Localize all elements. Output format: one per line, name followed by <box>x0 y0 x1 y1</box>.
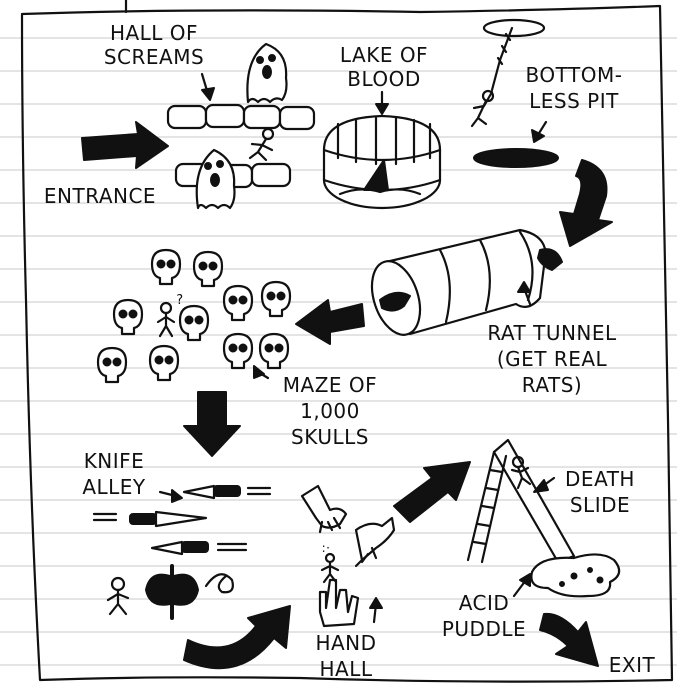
bottomless-pit-line-2: LESS PIT <box>529 89 619 113</box>
knife-alley <box>94 486 270 618</box>
hall-of-screams-corridor <box>168 105 314 187</box>
acid-puddle-line-1: ACID <box>459 591 510 615</box>
maze-of-skulls-line-3: SKULLS <box>291 425 369 449</box>
lake-of-blood-line-1: LAKE OF <box>340 43 428 67</box>
maze-of-skulls-line-2: 1,000 <box>300 399 360 423</box>
lake-of-blood-line-2: BLOOD <box>347 67 421 91</box>
label-lake-of-blood: LAKE OF BLOOD <box>340 43 428 91</box>
stick-figure-icon <box>158 303 174 336</box>
ghost-icon <box>247 44 286 102</box>
knife-icon <box>184 486 270 498</box>
acid-puddle-line-2: PUDDLE <box>442 617 526 641</box>
stick-figure-icon <box>322 554 338 582</box>
skull-maze <box>98 250 290 382</box>
lake-of-blood-icon <box>324 116 440 208</box>
hand-hall-line-1: HAND <box>315 631 376 655</box>
rat-tunnel-line-1: RAT TUNNEL <box>487 321 617 345</box>
knife-alley-line-1: KNIFE <box>84 449 145 473</box>
knife-alley-line-2: ALLEY <box>82 475 146 499</box>
skull-icon <box>260 334 288 368</box>
skull-icon <box>98 348 126 382</box>
bottomless-pit-line-1: BOTTOM- <box>526 63 623 87</box>
maze-of-skulls-line-1: MAZE OF <box>283 373 377 397</box>
hall-of-screams-line-1: HALL OF <box>110 21 198 45</box>
confused-question-mark: ? <box>176 293 183 308</box>
skull-icon <box>114 300 142 334</box>
death-slide-line-2: SLIDE <box>570 493 630 517</box>
label-death-slide: DEATH SLIDE <box>565 467 635 517</box>
skull-icon <box>224 286 252 320</box>
tunnel-to-maze-arrow-icon <box>296 300 364 344</box>
ghost-icon <box>197 150 235 208</box>
hand-to-slide-arrow-icon <box>394 462 470 522</box>
ladder-icon <box>468 452 506 562</box>
skull-icon <box>150 346 178 380</box>
knife-icon <box>94 512 206 526</box>
hand-hall-line-2: HALL <box>319 657 372 681</box>
label-hand-hall: HAND HALL <box>315 631 376 681</box>
skull-icon <box>194 252 222 286</box>
label-hall-of-screams: HALL OF SCREAMS <box>104 21 204 69</box>
hand-icon <box>320 580 358 626</box>
skull-icon <box>152 250 180 284</box>
maze-to-knife-arrow-icon <box>184 392 240 456</box>
label-bottomless-pit: BOTTOM- LESS PIT <box>526 63 623 113</box>
knife-icon <box>152 542 246 554</box>
stick-figure-icon <box>108 578 128 614</box>
death-slide <box>468 440 619 596</box>
stick-figure-icon <box>250 129 273 160</box>
svg-text::·: :· <box>322 541 331 555</box>
label-knife-alley: KNIFE ALLEY <box>82 449 146 499</box>
hall-of-screams-line-2: SCREAMS <box>104 45 204 69</box>
label-entrance: ENTRANCE <box>44 184 156 208</box>
stick-figure-icon <box>472 91 493 126</box>
rat-tunnel-line-2: (GET REAL <box>497 347 608 371</box>
label-rat-tunnel: RAT TUNNEL (GET REAL RATS) <box>487 321 617 397</box>
hand-icon <box>302 486 346 532</box>
rat-tunnel-line-3: RATS) <box>522 373 582 397</box>
axe-icon <box>146 566 198 618</box>
hand-icon <box>356 518 394 566</box>
knife-to-hand-arrow-icon <box>184 606 290 668</box>
skull-icon <box>262 282 290 316</box>
label-maze-of-skulls: MAZE OF 1,000 SKULLS <box>283 373 377 449</box>
slide-to-exit-arrow-icon <box>540 614 598 666</box>
entrance-arrow-icon <box>82 122 168 168</box>
death-slide-line-1: DEATH <box>565 467 635 491</box>
label-exit: EXIT <box>609 653 656 677</box>
skull-icon <box>224 334 252 368</box>
